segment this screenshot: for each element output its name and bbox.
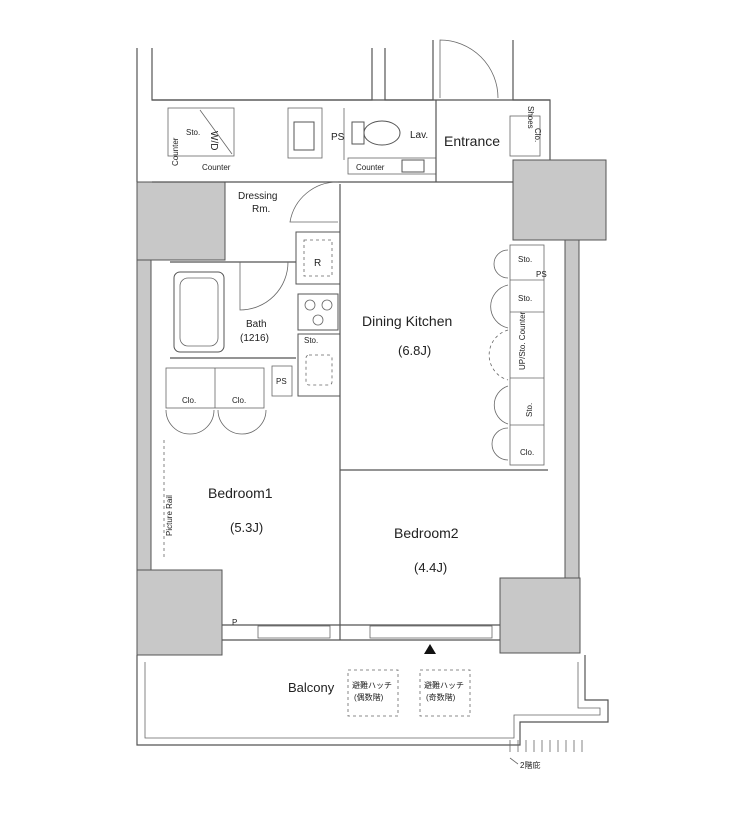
label-dressing: Dressing <box>238 191 277 202</box>
outer-wall-right <box>564 239 580 579</box>
eave-hatching <box>509 740 583 752</box>
burner-1 <box>304 299 316 311</box>
label-clo-right: Clo. <box>520 448 534 457</box>
balcony-outline <box>136 655 609 746</box>
bedroom1-ps <box>271 365 293 397</box>
label-balcony: Balcony <box>288 680 335 695</box>
dressing-shelf <box>293 121 315 151</box>
label-counter-left: Counter <box>171 137 180 166</box>
label-counter-wd: Counter <box>202 163 231 172</box>
entrance-door-swing <box>439 39 499 99</box>
toilet <box>363 120 401 146</box>
label-sto-wd: Sto. <box>186 128 200 137</box>
label-up-sto-counter: UP/Sto. Counter <box>518 311 527 370</box>
label-picture-rail: Picture Rail <box>165 495 174 536</box>
label-p: P <box>232 618 237 627</box>
label-dining-kitchen: Dining Kitchen <box>362 313 452 329</box>
window-bedroom1 <box>257 625 331 639</box>
label-hatch-even-note: (偶数階) <box>354 692 384 702</box>
sink <box>297 333 341 397</box>
stove <box>297 293 339 331</box>
sink-basin <box>305 354 333 386</box>
label-ps-top: PS <box>331 132 345 143</box>
label-shoes: Shoes <box>526 106 535 129</box>
closet-door-4 <box>241 409 267 435</box>
label-bedroom1: Bedroom1 <box>208 485 273 501</box>
closet-door-2 <box>189 409 215 435</box>
dressing-storage <box>287 107 323 159</box>
label-ps-right: PS <box>536 270 547 279</box>
label-bath: Bath <box>246 319 267 330</box>
storage-door-4 <box>493 385 509 425</box>
label-hatch-odd-note: (奇数階) <box>426 692 456 702</box>
label-floor-note: 2階庇 <box>520 760 540 770</box>
label-bath-size: (1216) <box>240 333 269 344</box>
burner-2 <box>321 299 333 311</box>
label-sto-right-2: Sto. <box>518 294 532 303</box>
label-clo-1: Clo. <box>182 396 196 405</box>
label-dining-kitchen-area: (6.8J) <box>398 343 431 358</box>
bathtub <box>173 271 225 353</box>
column-left-upper <box>136 181 226 261</box>
storage-door-2 <box>490 284 509 329</box>
right-storage-column <box>509 244 545 466</box>
label-sto-kitchen: Sto. <box>304 336 318 345</box>
label-sto-right-1: Sto. <box>518 255 532 264</box>
label-sto-right-3: Sto. <box>525 403 534 417</box>
hatch-odd-box <box>419 669 471 717</box>
closet-door-1 <box>165 409 191 435</box>
label-shoes-clo: Clo. <box>533 128 542 142</box>
fridge-inner <box>303 239 333 277</box>
label-bedroom2: Bedroom2 <box>394 525 459 541</box>
entry-arrow-icon <box>424 644 436 654</box>
label-lav: Lav. <box>410 130 428 141</box>
unit-outline-top-left <box>151 48 373 101</box>
storage-door-5 <box>491 427 509 461</box>
unit-outline-top-mid <box>384 40 434 101</box>
column-left-lower <box>136 569 223 656</box>
lav-door-swing <box>289 181 339 223</box>
outer-wall-left <box>136 259 152 571</box>
toilet-tank <box>351 121 365 145</box>
bath-door-swing <box>239 261 289 311</box>
bathtub-inner <box>179 277 219 347</box>
balcony-outline-inner <box>144 662 601 739</box>
label-hatch-even: 避難ハッチ <box>352 680 392 690</box>
label-entrance: Entrance <box>444 133 500 149</box>
hatch-even-box <box>347 669 399 717</box>
floor-note-leader <box>509 757 519 765</box>
burner-3 <box>312 314 324 326</box>
label-wd: W/D <box>208 131 219 150</box>
label-dressing-rm: Rm. <box>252 204 270 215</box>
label-bedroom2-area: (4.4J) <box>414 560 447 575</box>
column-right-lower <box>499 577 581 654</box>
label-ps-bath: PS <box>276 377 287 386</box>
label-clo-2: Clo. <box>232 396 246 405</box>
wd-diagonal <box>199 109 233 155</box>
label-counter-lav: Counter <box>356 163 385 172</box>
shoes-closet <box>509 115 541 157</box>
label-hatch-odd: 避難ハッチ <box>424 680 464 690</box>
closet-door-3 <box>217 409 243 435</box>
storage-door-1 <box>493 249 509 279</box>
storage-door-3 <box>488 329 509 381</box>
window-bedroom2 <box>369 625 493 639</box>
wd-alcove <box>167 107 235 157</box>
label-fridge: R <box>314 258 321 269</box>
label-bedroom1-area: (5.3J) <box>230 520 263 535</box>
lav-sink <box>401 159 425 173</box>
column-right-upper <box>512 159 607 241</box>
